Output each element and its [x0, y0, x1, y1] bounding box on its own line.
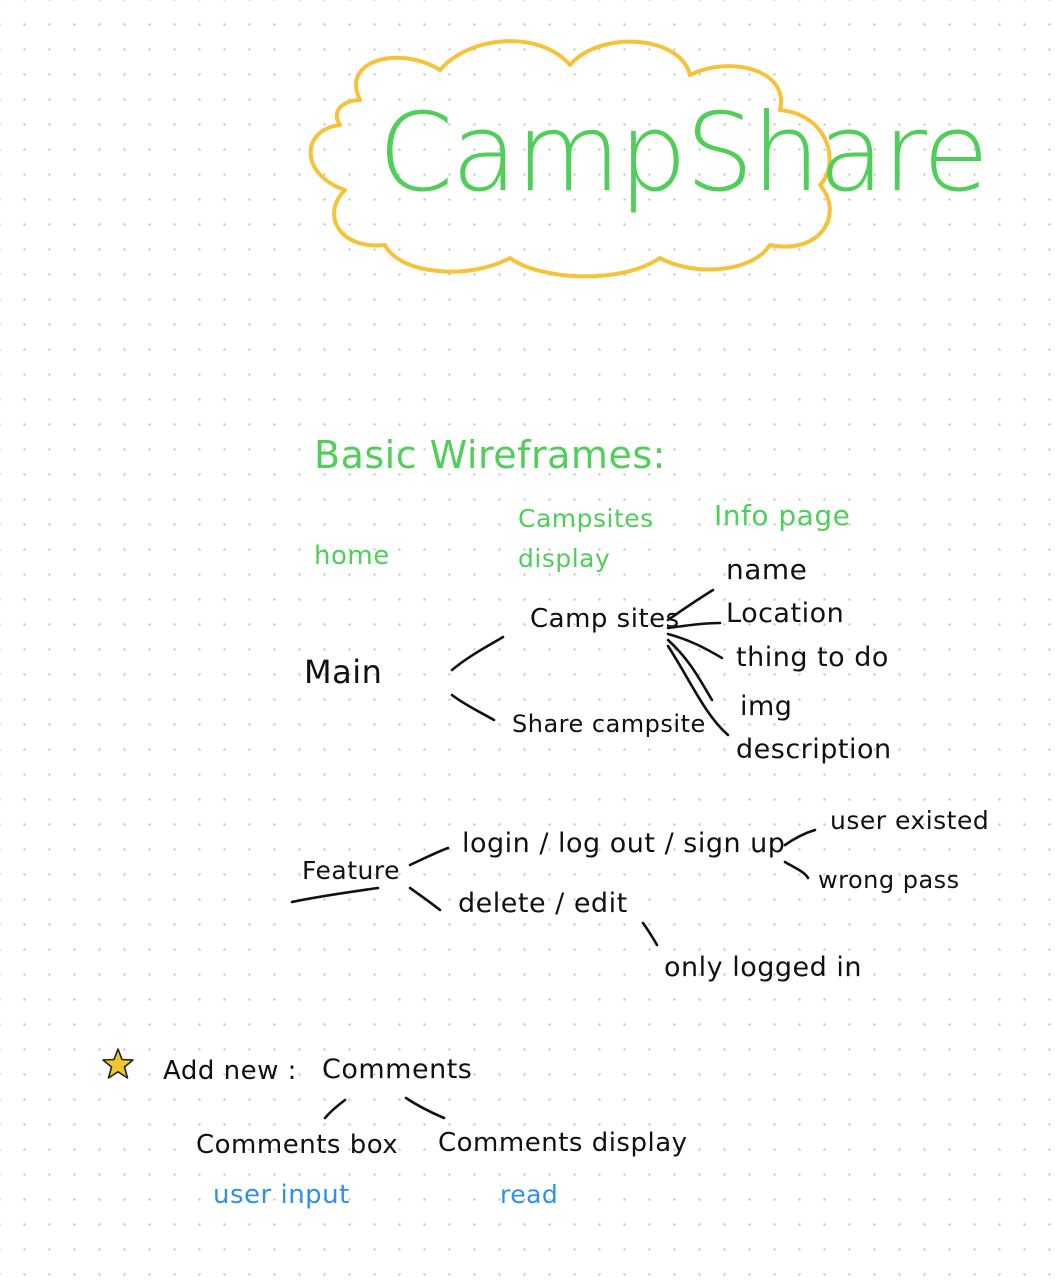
- field-name: name: [726, 553, 808, 586]
- column-info-page: Info page: [714, 499, 851, 532]
- case-user-existed: user existed: [830, 806, 990, 835]
- field-description: description: [736, 734, 892, 765]
- node-share-campsite: Share campsite: [512, 710, 706, 738]
- field-things-to-do: thing to do: [736, 642, 889, 673]
- node-comments-display: Comments display: [438, 1128, 688, 1158]
- note-user-input: user input: [213, 1180, 350, 1210]
- star-icon: [102, 1048, 134, 1079]
- field-img: img: [740, 691, 793, 722]
- node-feature: Feature: [302, 856, 400, 885]
- node-comments: Comments: [322, 1054, 473, 1085]
- column-campsites-display-2: display: [518, 544, 611, 573]
- column-home: home: [314, 541, 390, 571]
- app-title: CampShare: [378, 91, 989, 216]
- node-comments-box: Comments box: [196, 1130, 399, 1160]
- case-wrong-pass: wrong pass: [818, 866, 960, 894]
- note-only-logged-in: only logged in: [664, 952, 862, 983]
- node-campsites: Camp sites: [530, 604, 680, 634]
- node-auth: login / log out / sign up: [462, 828, 786, 859]
- node-main: Main: [304, 653, 383, 691]
- field-location: Location: [726, 598, 845, 629]
- note-read: read: [500, 1180, 559, 1209]
- column-campsites-display: Campsites: [518, 504, 654, 533]
- add-new-label: Add new :: [163, 1056, 297, 1086]
- section-heading: Basic Wireframes:: [314, 433, 666, 477]
- node-delete-edit: delete / edit: [458, 888, 628, 919]
